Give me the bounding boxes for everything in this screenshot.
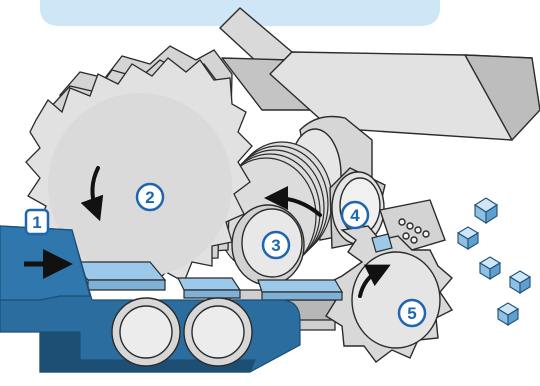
- step-marker-1: 1: [24, 208, 50, 236]
- step-marker-2-label: 2: [145, 188, 154, 207]
- step-marker-3: 3: [261, 230, 291, 260]
- hopper-chute: [219, 7, 540, 141]
- step-marker-4: 4: [340, 200, 370, 230]
- step-marker-3-label: 3: [271, 236, 280, 255]
- rotation-arrow-icon: [80, 166, 391, 298]
- step-marker-2: 2: [135, 182, 165, 212]
- cube-icon: [456, 197, 532, 326]
- step-marker-5: 5: [397, 298, 427, 328]
- conveyor-rollers: [111, 297, 253, 367]
- step-marker-5-label: 5: [407, 304, 416, 323]
- material-slabs: [70, 233, 393, 301]
- step-marker-4-label: 4: [350, 206, 360, 225]
- step-marker-1-label: 1: [32, 213, 41, 232]
